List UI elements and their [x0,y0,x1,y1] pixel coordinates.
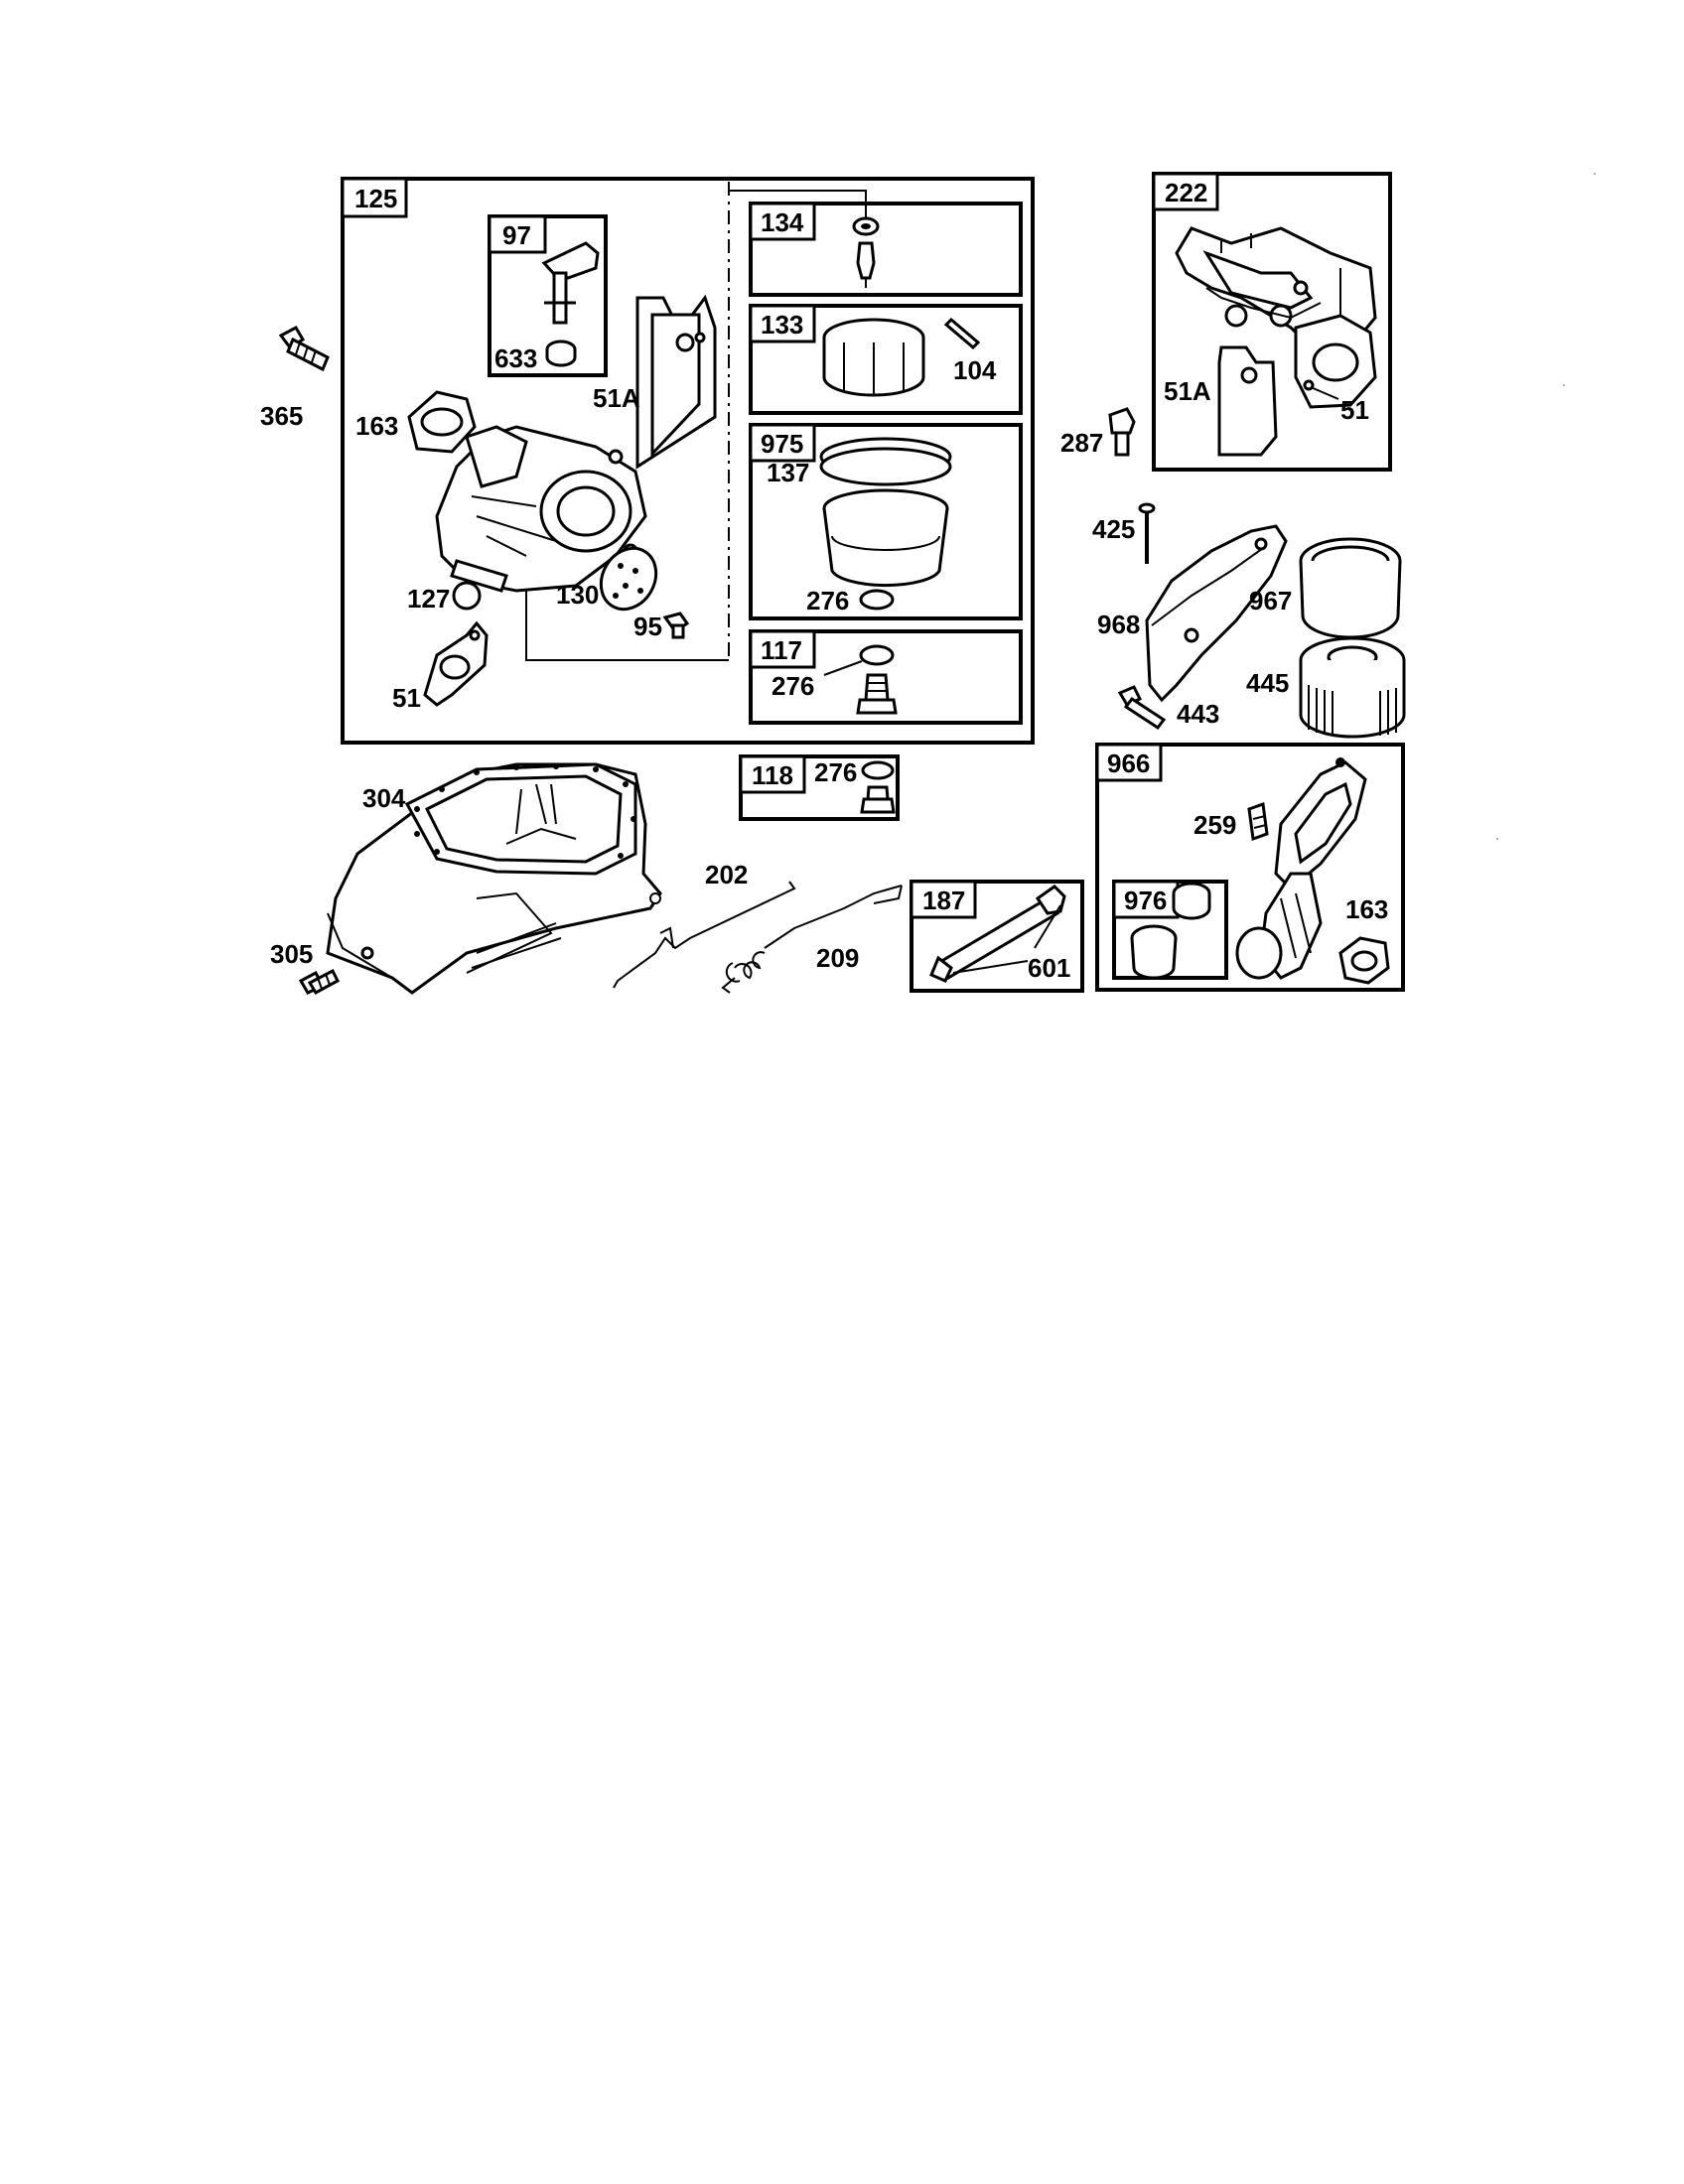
assembly-117-number: 117 [761,635,802,665]
gasket-51A [635,294,717,470]
assembly-125-frame [341,177,1035,745]
fuel-line-187 [929,885,1066,983]
assembly-133-number: 133 [761,310,803,340]
screw-425 [1138,502,1156,564]
blower-housing-304 [326,762,662,995]
label-304: 304 [362,783,406,813]
assembly-222-tag [1152,172,1219,211]
assembly-966-number: 966 [1107,749,1150,778]
assembly-97-number: 97 [502,220,531,250]
label-51: 51 [392,683,421,713]
assembly-134-frame [749,202,1023,297]
assembly-134-number: 134 [761,207,804,237]
diaphragm-130 [599,546,658,612]
speck [1496,838,1498,840]
assembly-222-number: 222 [1165,178,1207,207]
bowl-nut-117 [823,644,898,715]
gasket-163-966 [1338,936,1390,985]
label-209: 209 [816,943,859,973]
label-445: 445 [1246,668,1289,698]
label-276-975: 276 [806,586,849,615]
assembly-966-frame [1095,743,1405,992]
assembly-966-tag [1095,743,1163,782]
label-968: 968 [1097,610,1140,639]
link-202 [613,881,796,989]
leader-134 [729,190,867,218]
assembly-117-tag [749,629,816,669]
needle-valve-134 [852,216,880,288]
label-287: 287 [1060,428,1103,458]
gasket-51 [423,620,489,707]
speck [1594,173,1596,175]
assembly-975-tag [749,423,816,463]
float-133 [822,317,981,397]
speck [1563,384,1565,386]
label-127: 127 [407,584,450,614]
assembly-976-number: 976 [1124,886,1167,915]
spring-209 [721,885,903,994]
label-276-117: 276 [772,671,814,701]
assembly-222-frame [1152,172,1392,472]
label-305: 305 [270,939,313,969]
assembly-976-tag [1112,880,1180,919]
air-filter-cartridge-445 [1299,636,1406,739]
assembly-187-tag [910,880,977,919]
label-51A-222: 51A [1164,376,1211,406]
assembly-975-frame [749,423,1023,620]
assembly-118-tag [739,754,806,794]
gasket-163 [407,390,477,454]
assembly-118-number: 118 [752,760,793,790]
label-163: 163 [355,411,398,441]
label-276-118: 276 [814,757,857,787]
carburetor-body [435,425,647,593]
assembly-125-number: 125 [354,184,397,213]
label-601: 601 [1028,953,1070,983]
label-130: 130 [556,580,599,610]
assembly-187-frame [910,880,1084,993]
assembly-134-tag [749,202,816,241]
pipe-and-clamp-976 [1130,882,1211,980]
assembly-975-number: 975 [761,429,803,459]
gasket-51A-222 [1217,345,1278,457]
bolt-443 [1117,685,1167,731]
leader-51-222 [1310,386,1339,400]
assembly-133-tag [749,304,816,343]
label-202: 202 [705,860,748,889]
label-425: 425 [1092,514,1135,544]
bolt-305 [298,968,340,996]
label-443: 443 [1177,699,1219,729]
leader-carb-base [525,591,729,661]
air-cleaner-base-966 [1235,757,1367,980]
bowl-nut-118 [860,785,896,814]
label-137: 137 [767,458,809,487]
plug-127 [452,581,482,611]
assembly-117-frame [749,629,1023,725]
pre-cleaner-967 [1299,537,1402,639]
label-51A: 51A [593,383,640,413]
label-259: 259 [1193,810,1236,840]
assembly-97-frame [488,214,608,377]
label-967: 967 [1249,586,1292,615]
air-cleaner-cover-968 [1145,524,1288,703]
breather-clip-259 [1247,801,1269,842]
float-part-97 [541,241,600,367]
assembly-187-number: 187 [922,886,965,915]
label-365: 365 [260,401,303,431]
assembly-125-group: 125 97 633 51A 163 [341,177,1035,745]
label-633: 633 [494,343,537,373]
label-95: 95 [633,612,662,641]
washer-276-118 [861,760,895,780]
bolt-365 [278,325,330,372]
assembly-97-tag [488,214,547,254]
screw-95 [662,612,690,639]
label-51-222: 51 [1340,395,1369,425]
bolt-287 [1108,407,1136,457]
float-bowl-975 [819,437,952,611]
assembly-125-tag [341,177,408,218]
assembly-133-frame [749,304,1023,415]
gasket-51-222 [1294,314,1377,409]
label-163-966: 163 [1345,894,1388,924]
label-104: 104 [953,355,997,385]
